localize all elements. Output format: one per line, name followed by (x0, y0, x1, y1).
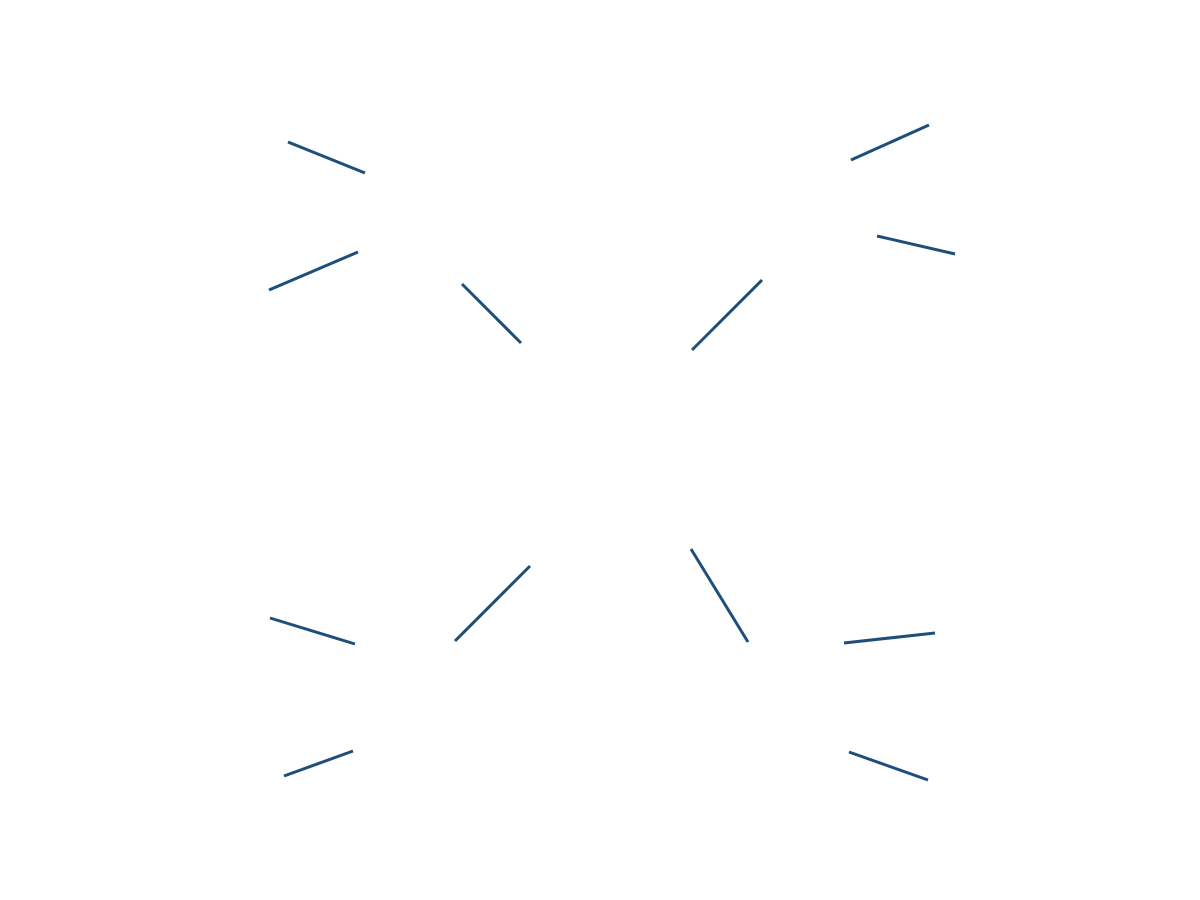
line-segments (268, 123, 956, 782)
segment-top-right-upper (850, 123, 930, 162)
segment-bottom-left-upper (269, 616, 356, 646)
segment-bottom-right-upper (843, 631, 936, 645)
segment-top-right-lower (876, 234, 956, 256)
segment-top-center-right (690, 278, 764, 352)
segment-bottom-right-lower (848, 750, 929, 782)
segment-bottom-center-left (453, 564, 532, 643)
segment-top-center-left (460, 282, 523, 345)
segment-top-left-upper (287, 140, 366, 175)
segment-bottom-center-right (689, 548, 750, 643)
segment-top-left-lower (268, 250, 359, 292)
segment-bottom-left-lower (283, 749, 354, 778)
